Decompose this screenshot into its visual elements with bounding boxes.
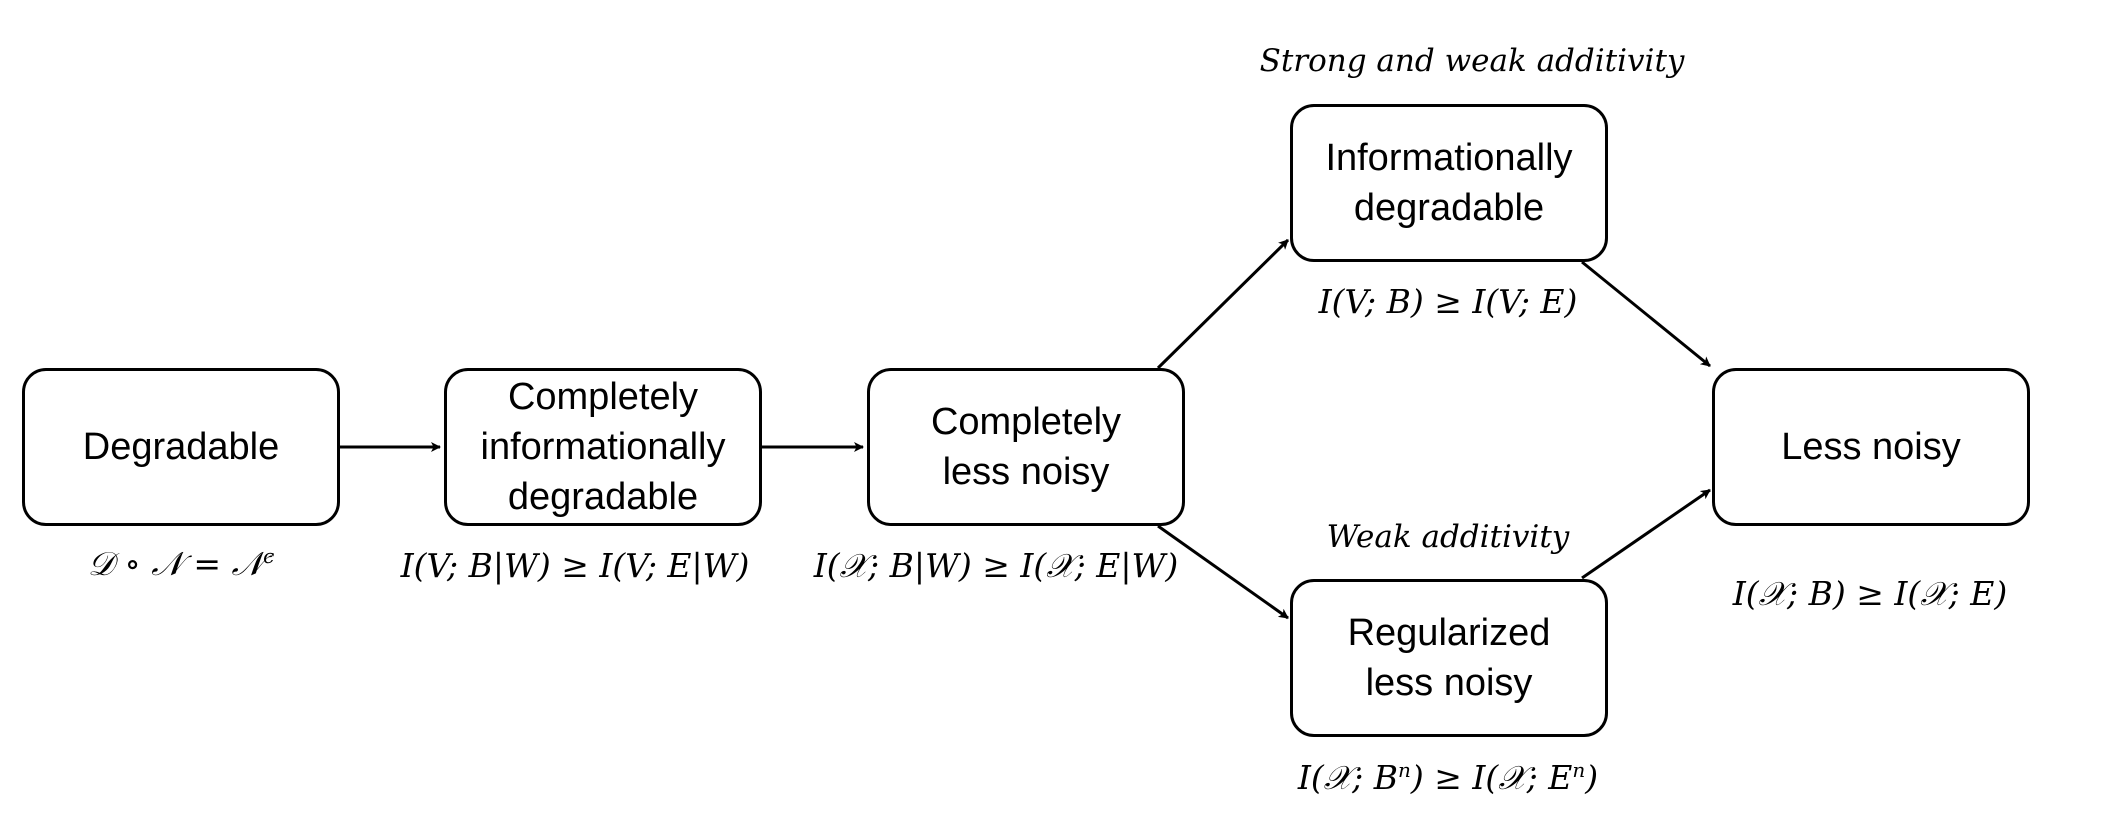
node-completely-informationally-degradable: Completely informationally degradable — [444, 368, 762, 526]
formula-regularized-p3: ) — [1585, 758, 1599, 797]
formula-regularized-sup2: n — [1572, 758, 1586, 782]
node-regularized-less-noisy-label: Regularized less noisy — [1347, 612, 1551, 704]
annotation-weak-additivity: Weak additivity — [1326, 519, 1570, 555]
node-regularized-less-noisy: Regularized less noisy — [1290, 579, 1608, 737]
node-completely-less-noisy: Completely less noisy — [867, 368, 1185, 526]
node-less-noisy-label: Less noisy — [1781, 426, 1961, 468]
formula-informationally-degradable: I(V; B) ≥ I(V; E) — [1318, 282, 1578, 321]
edge-completely-less-noisy-to-regularized-less-noisy — [1157, 524, 1289, 620]
annotation-strong-weak-additivity: Strong and weak additivity — [1259, 43, 1685, 79]
node-completely-less-noisy-label: Completely less noisy — [930, 401, 1122, 493]
edge-completely-less-noisy-to-informationally-degradable — [1156, 238, 1290, 370]
formula-regularized-p1: I(𝒳; B — [1297, 758, 1398, 797]
formula-degradable-sup: c — [263, 544, 275, 568]
formula-completely-informationally-degradable: I(V; B|W) ≥ I(V; E|W) — [400, 546, 750, 585]
node-informationally-degradable: Informationally degradable — [1290, 104, 1608, 262]
formula-regularized-sup1: n — [1398, 758, 1411, 782]
node-informationally-degradable-label: Informationally degradable — [1325, 137, 1573, 229]
edge-regularized-less-noisy-to-less-noisy — [1581, 488, 1711, 580]
node-degradable-label: Degradable — [82, 426, 280, 468]
node-degradable: Degradable — [22, 368, 340, 526]
edge-informationally-degradable-to-less-noisy — [1581, 260, 1711, 368]
formula-less-noisy: I(𝒳; B) ≥ I(𝒳; E) — [1732, 574, 2008, 613]
formula-completely-less-noisy: I(𝒳; B|W) ≥ I(𝒳; E|W) — [813, 546, 1179, 585]
node-less-noisy: Less noisy — [1712, 368, 2030, 526]
formula-regularized-p2: ) ≥ I(𝒳; E — [1410, 758, 1573, 797]
formula-regularized-less-noisy: I(𝒳; Bn) ≥ I(𝒳; En) — [1298, 758, 1598, 798]
formula-degradable-base: 𝒟 ∘ 𝒩 = 𝒩 — [87, 544, 264, 583]
node-completely-informationally-degradable-label: Completely informationally degradable — [480, 376, 726, 518]
formula-degradable: 𝒟 ∘ 𝒩 = 𝒩c — [88, 544, 275, 584]
